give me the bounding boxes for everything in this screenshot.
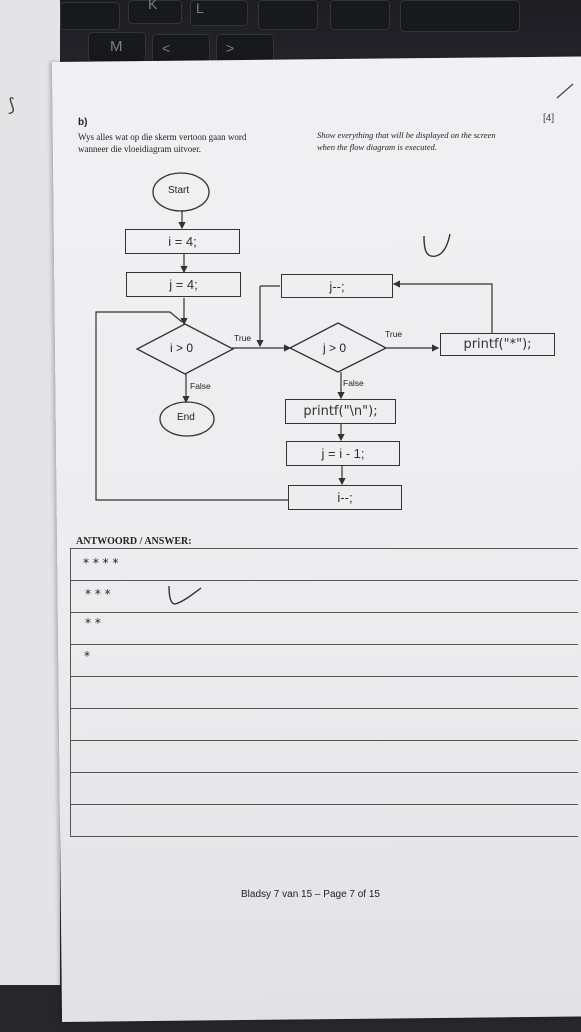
keyboard-key	[60, 2, 120, 30]
answer-box-border	[70, 548, 71, 836]
answer-line	[70, 740, 578, 741]
answer-line	[70, 836, 578, 837]
instruction-afrikaans-line1: Wys alles wat op die skerm vertoon gaan …	[78, 132, 247, 142]
answer-row-2: * * *	[85, 587, 111, 601]
underlying-paper	[0, 0, 60, 1032]
answer-line	[70, 580, 578, 581]
decision-j-shape	[288, 322, 388, 373]
keyboard-key-label: M	[110, 38, 123, 55]
keyboard-key	[88, 32, 146, 62]
answer-row-4: *	[84, 649, 90, 663]
decision-i-shape	[135, 323, 235, 375]
marks-label: [4]	[543, 113, 555, 124]
page-footer: Bladsy 7 van 15 – Page 7 of 15	[241, 889, 380, 900]
decrement-j-box: j--;	[281, 274, 393, 298]
answer-line	[70, 772, 578, 773]
true-label-i: True	[234, 333, 252, 343]
instruction-afrikaans-line2: wanneer die vloeidiagram uitvoer.	[78, 144, 201, 154]
decrement-i-box: i--;	[288, 485, 402, 510]
answer-line	[70, 644, 578, 645]
keyboard-key	[190, 0, 248, 26]
init-j-box: j = 4;	[126, 272, 241, 297]
pen-mark: ⟆	[8, 95, 16, 115]
reset-j-box: j = i - 1;	[286, 441, 400, 466]
false-label-j: False	[343, 378, 364, 388]
handwritten-tick-flowchart	[423, 233, 451, 257]
answer-row-3: * *	[85, 616, 101, 630]
instruction-english-line1: Show everything that will be displayed o…	[317, 130, 496, 140]
answer-line	[70, 612, 578, 613]
end-terminal-shape	[159, 401, 215, 437]
decision-i-label: i > 0	[170, 341, 194, 355]
false-label-i: False	[190, 381, 211, 391]
keyboard-key	[330, 0, 390, 30]
print-star-box: printf("*");	[440, 333, 555, 356]
true-label-j: True	[385, 329, 403, 339]
keyboard-key-label: >	[226, 40, 235, 56]
answer-row-1: * * * *	[83, 556, 119, 570]
answer-box	[70, 536, 581, 841]
keyboard-key-label: <	[162, 40, 171, 56]
keyboard-key-label: K	[148, 0, 158, 12]
question-label: b)	[78, 117, 88, 128]
print-newline-box: printf("\n");	[285, 399, 396, 424]
init-i-box: i = 4;	[125, 229, 240, 254]
keyboard-key	[258, 0, 318, 30]
answer-line	[70, 804, 578, 805]
instruction-english-line2: when the flow diagram is executed.	[317, 142, 437, 152]
keyboard-key-label: L	[196, 0, 204, 16]
pen-mark-corner	[556, 83, 574, 99]
handwritten-check-answer	[168, 585, 202, 605]
answer-line	[70, 548, 578, 549]
keyboard-key	[128, 0, 182, 24]
answer-line	[70, 708, 578, 709]
answer-line	[70, 676, 578, 677]
decision-j-label: j > 0	[323, 341, 347, 355]
start-label: Start	[168, 185, 190, 196]
keyboard-key	[400, 0, 520, 32]
answer-heading: ANTWOORD / ANSWER:	[76, 536, 192, 547]
start-terminal-shape	[152, 172, 210, 212]
end-label: End	[177, 412, 195, 423]
keyboard-key	[152, 34, 210, 64]
